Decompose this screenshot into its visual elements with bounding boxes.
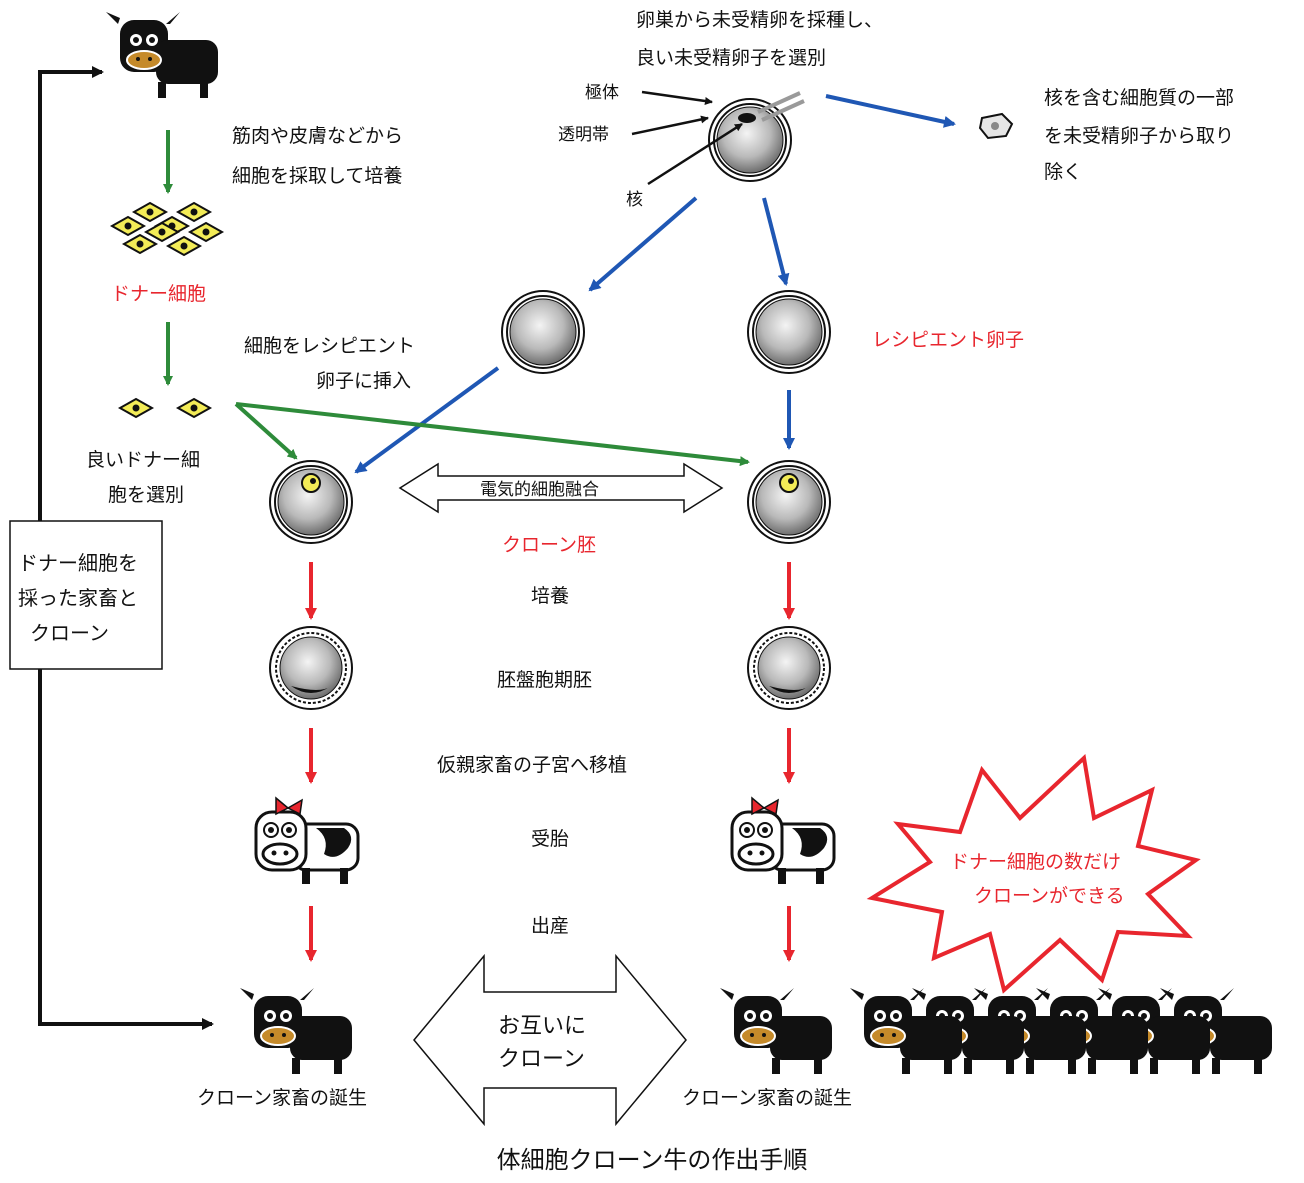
select-label-1: 良いドナー細 bbox=[86, 449, 200, 471]
donor-cow-top bbox=[105, 11, 219, 99]
removed-cytoplasm-icon bbox=[978, 112, 1014, 140]
oocyte bbox=[708, 91, 805, 182]
cultured-cells-icon bbox=[111, 202, 223, 256]
green-arrow-insert-right bbox=[235, 402, 750, 467]
enucleate-label-3: 除く bbox=[1044, 161, 1082, 183]
donor-cell-label: ドナー細胞 bbox=[111, 283, 206, 305]
transfer-label: 仮親家畜の子宮へ移植 bbox=[437, 754, 627, 776]
mutual-clone-double-arrow bbox=[413, 953, 687, 1127]
burst-line-2: クローンができる bbox=[974, 885, 1125, 907]
polar-body-label: 極体 bbox=[585, 83, 619, 103]
birth-label: 出産 bbox=[531, 915, 569, 937]
side-note-box: ドナー細胞を 採った家畜と クローン bbox=[9, 520, 163, 670]
clone-cow-herd bbox=[849, 987, 1273, 1075]
enucleate-label-1: 核を含む細胞質の一部 bbox=[1044, 87, 1234, 109]
blue-arrow-to-egg-right bbox=[762, 197, 790, 286]
surrogate-cow-left bbox=[254, 796, 360, 886]
clone-embryo-label: クローン胚 bbox=[502, 534, 596, 556]
nucleus-pointer bbox=[647, 122, 743, 186]
pregnancy-label: 受胎 bbox=[531, 828, 569, 850]
surrogate-cow-right bbox=[730, 796, 836, 886]
side-note-line-2: 採った家畜と bbox=[18, 586, 138, 610]
side-note-line-3: クローン bbox=[30, 621, 109, 645]
insert-label-2: 卵子に挿入 bbox=[316, 370, 411, 392]
clone-cow-right bbox=[719, 987, 833, 1075]
oocyte-label-2: 良い未受精卵子を選別 bbox=[636, 47, 826, 69]
blue-arrow-egg-left-down bbox=[354, 366, 500, 474]
nucleus-label: 核 bbox=[626, 190, 643, 210]
green-arrow-insert-left bbox=[234, 402, 298, 460]
burst-line-1: ドナー細胞の数だけ bbox=[950, 851, 1121, 873]
fusion-label: 電気的細胞融合 bbox=[480, 480, 599, 500]
collect-label-2: 細胞を採取して培養 bbox=[232, 165, 402, 187]
selected-donor-cells-icon bbox=[119, 398, 211, 418]
insert-label-1: 細胞をレシピエント bbox=[244, 335, 415, 357]
side-note-line-1: ドナー細胞を bbox=[18, 551, 138, 575]
clone-count-burst: ドナー細胞の数だけ クローンができる bbox=[866, 753, 1201, 994]
select-label-2: 胞を選別 bbox=[108, 484, 184, 506]
clone-embryo-right bbox=[747, 460, 831, 544]
recipient-egg-left bbox=[501, 290, 585, 374]
culture-label: 培養 bbox=[531, 585, 569, 607]
mutual-label-1: お互いに bbox=[498, 1014, 586, 1039]
clone-birth-label-right: クローン家畜の誕生 bbox=[682, 1087, 852, 1109]
oocyte-label-1: 卵巣から未受精卵を採種し、 bbox=[636, 9, 883, 31]
collect-label-1: 筋肉や皮膚などから bbox=[232, 125, 403, 147]
enucleate-label-2: を未受精卵子から取り bbox=[1044, 125, 1234, 147]
blastocyst-left bbox=[269, 626, 353, 710]
blastocyst-right bbox=[747, 626, 831, 710]
recipient-egg-label: レシピエント卵子 bbox=[872, 329, 1024, 351]
figure-caption: 体細胞クローン牛の作出手順 bbox=[497, 1146, 808, 1174]
fusion-double-arrow bbox=[398, 462, 724, 514]
polar-body-pointer bbox=[641, 90, 713, 105]
zona-pointer bbox=[631, 115, 709, 136]
blue-arrow-to-egg-left bbox=[588, 196, 698, 292]
blue-arrow-enucleate bbox=[825, 94, 956, 128]
blastocyst-label: 胚盤胞期胚 bbox=[497, 669, 592, 691]
zona-label: 透明帯 bbox=[558, 125, 609, 145]
clone-embryo-left bbox=[269, 460, 353, 544]
mutual-label-2: クローン bbox=[498, 1047, 585, 1072]
clone-birth-label-left: クローン家畜の誕生 bbox=[197, 1087, 367, 1109]
clone-cow-left bbox=[239, 987, 353, 1075]
recipient-egg-right bbox=[747, 290, 831, 374]
